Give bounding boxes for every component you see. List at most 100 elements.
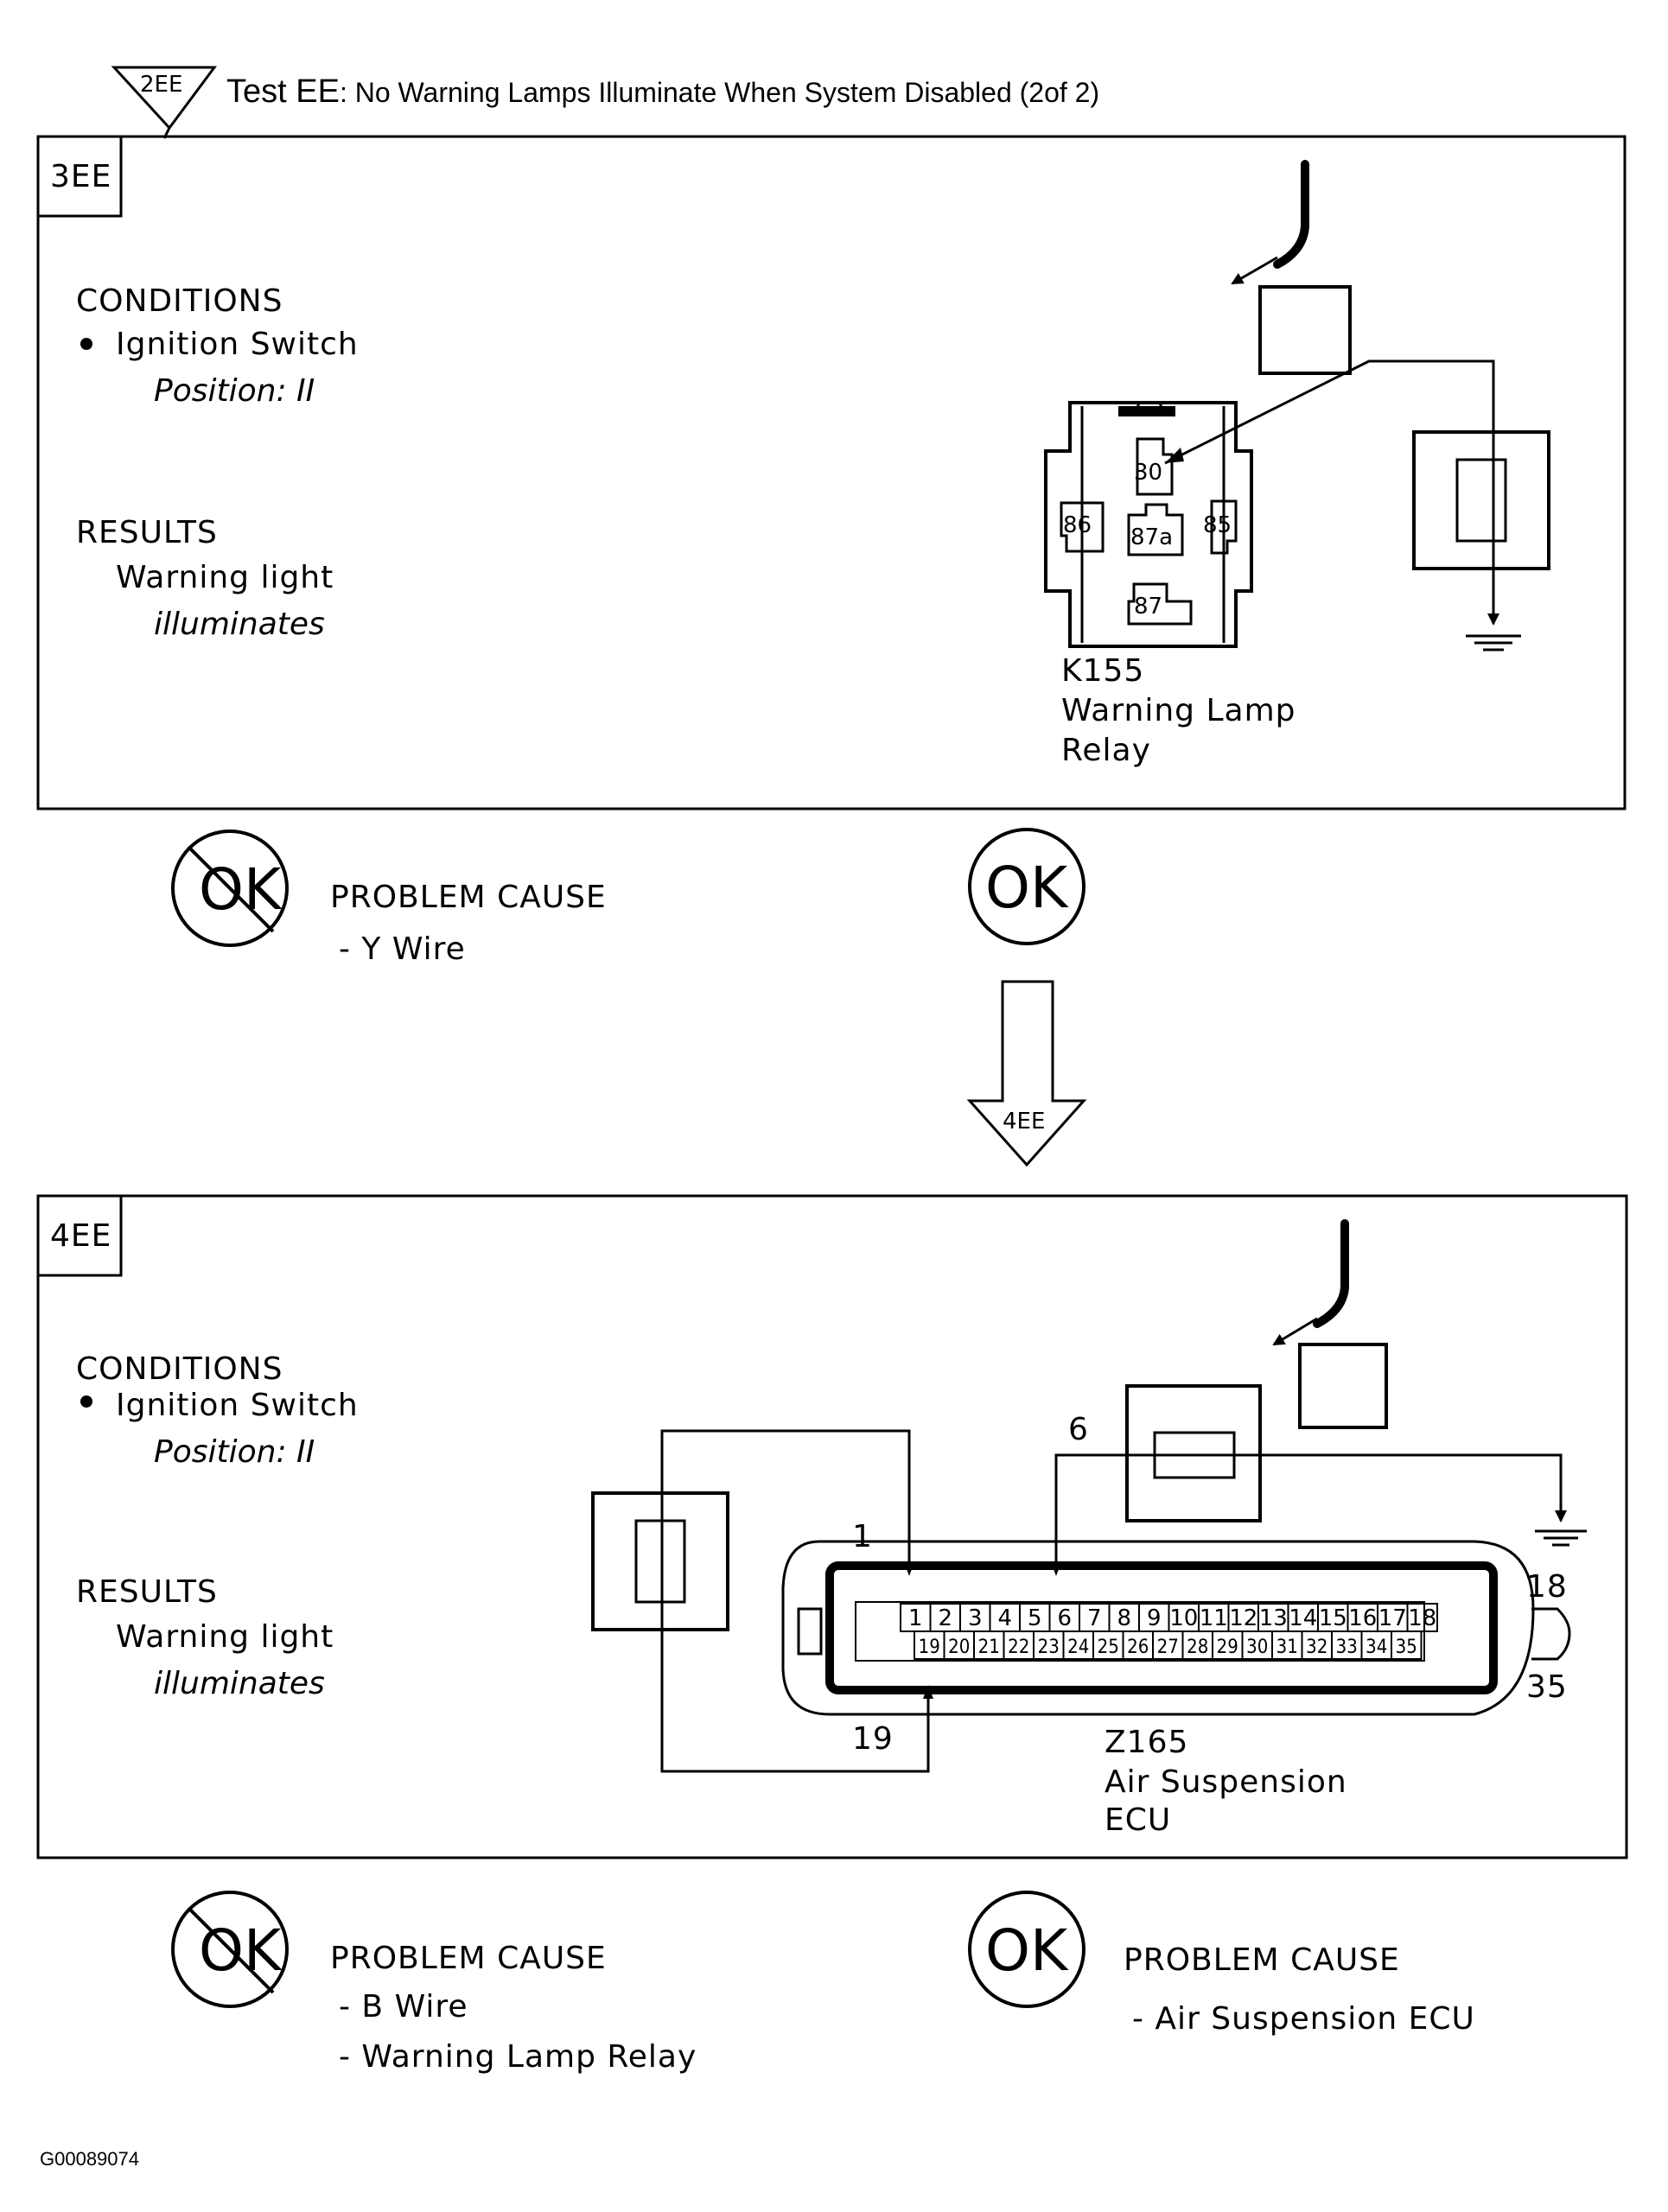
ecu-frame	[825, 1561, 1498, 1694]
wire-label-1: 1	[852, 1519, 873, 1554]
component-id: K155	[1061, 653, 1144, 689]
lamp-box	[1412, 430, 1550, 570]
step-tag: 4EE	[50, 1218, 111, 1254]
ecu-pin-label: 28	[1187, 1637, 1208, 1658]
ecu-pin-label: 20	[948, 1637, 970, 1658]
ecu-pin-label: 9	[1147, 1605, 1162, 1631]
ecu-pin-label: 24	[1067, 1637, 1089, 1658]
next-step-tag: 4EE	[1003, 1109, 1045, 1135]
relay-pin-86: 86	[1063, 512, 1092, 538]
ground-symbol-icon	[1466, 634, 1521, 652]
problem-cause-item: - Warning Lamp Relay	[339, 2039, 697, 2075]
results-heading: RESULTS	[76, 1574, 218, 1610]
ecu-pin-label: 8	[1117, 1605, 1131, 1631]
ecu-pin-label: 5	[1028, 1605, 1042, 1631]
step2-not-ok: OK PROBLEM CAUSE - B Wire - Warning Lamp…	[171, 1891, 697, 2075]
ecu-pin-label: 3	[968, 1605, 983, 1631]
ecu-pin-label: 27	[1157, 1637, 1179, 1658]
conditions-heading: CONDITIONS	[76, 283, 283, 319]
step-tag-box	[36, 1194, 123, 1277]
lamp-element	[1455, 458, 1507, 543]
panel-frame	[36, 135, 1627, 810]
ecu-pin-label: 10	[1169, 1605, 1198, 1631]
bullet-icon	[80, 338, 92, 350]
title-rest: : No Warning Lamps Illuminate When Syste…	[340, 77, 1099, 108]
ecu-pin-label: 1	[908, 1605, 923, 1631]
condition-item: Ignition Switch	[116, 327, 359, 362]
ecu-pin-label: 32	[1306, 1637, 1327, 1658]
step-panel-3ee: 3EE CONDITIONS Ignition Switch Position:…	[36, 135, 1627, 810]
pin-label-18: 18	[1526, 1569, 1568, 1605]
figure-id: G00089074	[40, 2148, 139, 2170]
ecu-pin-label: 25	[1098, 1637, 1119, 1658]
next-step-arrow: 4EE	[966, 980, 1087, 1167]
test-light-box	[1258, 285, 1352, 375]
step-tag: 3EE	[50, 159, 111, 194]
wire-label-19: 19	[852, 1721, 894, 1757]
ecu-pin-label: 19	[919, 1637, 940, 1658]
component-name-line2: ECU	[1105, 1802, 1171, 1838]
ecu-pin-cell	[1406, 1603, 1438, 1632]
component-name: Warning Lamp	[1061, 693, 1296, 728]
ecu-pin-label: 22	[1008, 1637, 1029, 1658]
ecu-pin-label: 16	[1348, 1605, 1377, 1631]
ecu-pin-label: 26	[1127, 1637, 1149, 1658]
ecu-pin-label: 23	[1038, 1637, 1060, 1658]
lamp-box	[1125, 1384, 1262, 1522]
result-detail: illuminates	[154, 607, 325, 642]
ecu-pin-label: 21	[978, 1637, 1000, 1658]
jumper-wire	[1164, 359, 1495, 601]
wire-1-19	[660, 1429, 930, 1773]
ecu-pin-label: 15	[1319, 1605, 1347, 1631]
ecu-pin-label: 18	[1408, 1605, 1436, 1631]
conditions-heading: CONDITIONS	[76, 1351, 283, 1387]
ecu-pin-label: 6	[1057, 1605, 1072, 1631]
relay-pin-85: 85	[1203, 512, 1232, 538]
ecu-pin-label: 33	[1336, 1637, 1358, 1658]
wire-label-6: 6	[1068, 1412, 1089, 1447]
step2-ok: OK PROBLEM CAUSE - Air Suspension ECU	[968, 1891, 1474, 2037]
condition-detail: Position: II	[154, 1434, 315, 1470]
not-ok-icon	[171, 1891, 289, 2008]
problem-cause-heading: PROBLEM CAUSE	[330, 1941, 607, 1976]
ok-label: OK	[985, 855, 1069, 921]
condition-item: Ignition Switch	[116, 1388, 359, 1423]
problem-cause-heading: PROBLEM CAUSE	[330, 880, 607, 915]
ok-label: OK	[985, 1917, 1069, 1984]
result-detail: illuminates	[154, 1666, 325, 1701]
bullet-icon	[80, 1395, 92, 1408]
probe-icon	[1231, 160, 1309, 285]
component-id: Z165	[1105, 1725, 1188, 1760]
ok-icon	[968, 828, 1085, 945]
ecu-pin-cell	[1391, 1630, 1423, 1660]
test-light-box	[1298, 1343, 1388, 1429]
not-ok-icon	[171, 830, 289, 947]
ecu-pin-label: 35	[1396, 1637, 1417, 1658]
title-main: Test EE	[226, 73, 340, 110]
problem-cause-item: - B Wire	[339, 1989, 468, 2024]
ecu-pin-label: 2	[938, 1605, 952, 1631]
step-tag-box	[36, 135, 123, 218]
ecu-pin-label: 17	[1378, 1605, 1407, 1631]
ecu-pin-label: 7	[1087, 1605, 1102, 1631]
ecu-pin-label: 13	[1259, 1605, 1288, 1631]
ecu-pin-label: 12	[1229, 1605, 1257, 1631]
problem-cause-heading: PROBLEM CAUSE	[1124, 1942, 1400, 1978]
probe-icon	[1272, 1219, 1349, 1346]
problem-cause-item: - Y Wire	[339, 931, 466, 967]
ecu-shell	[781, 1540, 1535, 1716]
step1-ok: OK	[968, 828, 1085, 945]
panel-frame	[36, 1194, 1628, 1859]
not-ok-label: OK	[199, 856, 283, 923]
relay-pin-87a: 87a	[1130, 524, 1173, 550]
header: 2EE Test EE: No Warning Lamps Illuminate…	[111, 66, 1099, 139]
warning-lamp-box	[591, 1491, 729, 1631]
ecu-pin-label: 11	[1200, 1605, 1228, 1631]
ok-icon	[968, 1891, 1085, 2008]
ecu-pin-label: 30	[1246, 1637, 1268, 1658]
step1-not-ok: OK PROBLEM CAUSE - Y Wire	[171, 830, 607, 967]
